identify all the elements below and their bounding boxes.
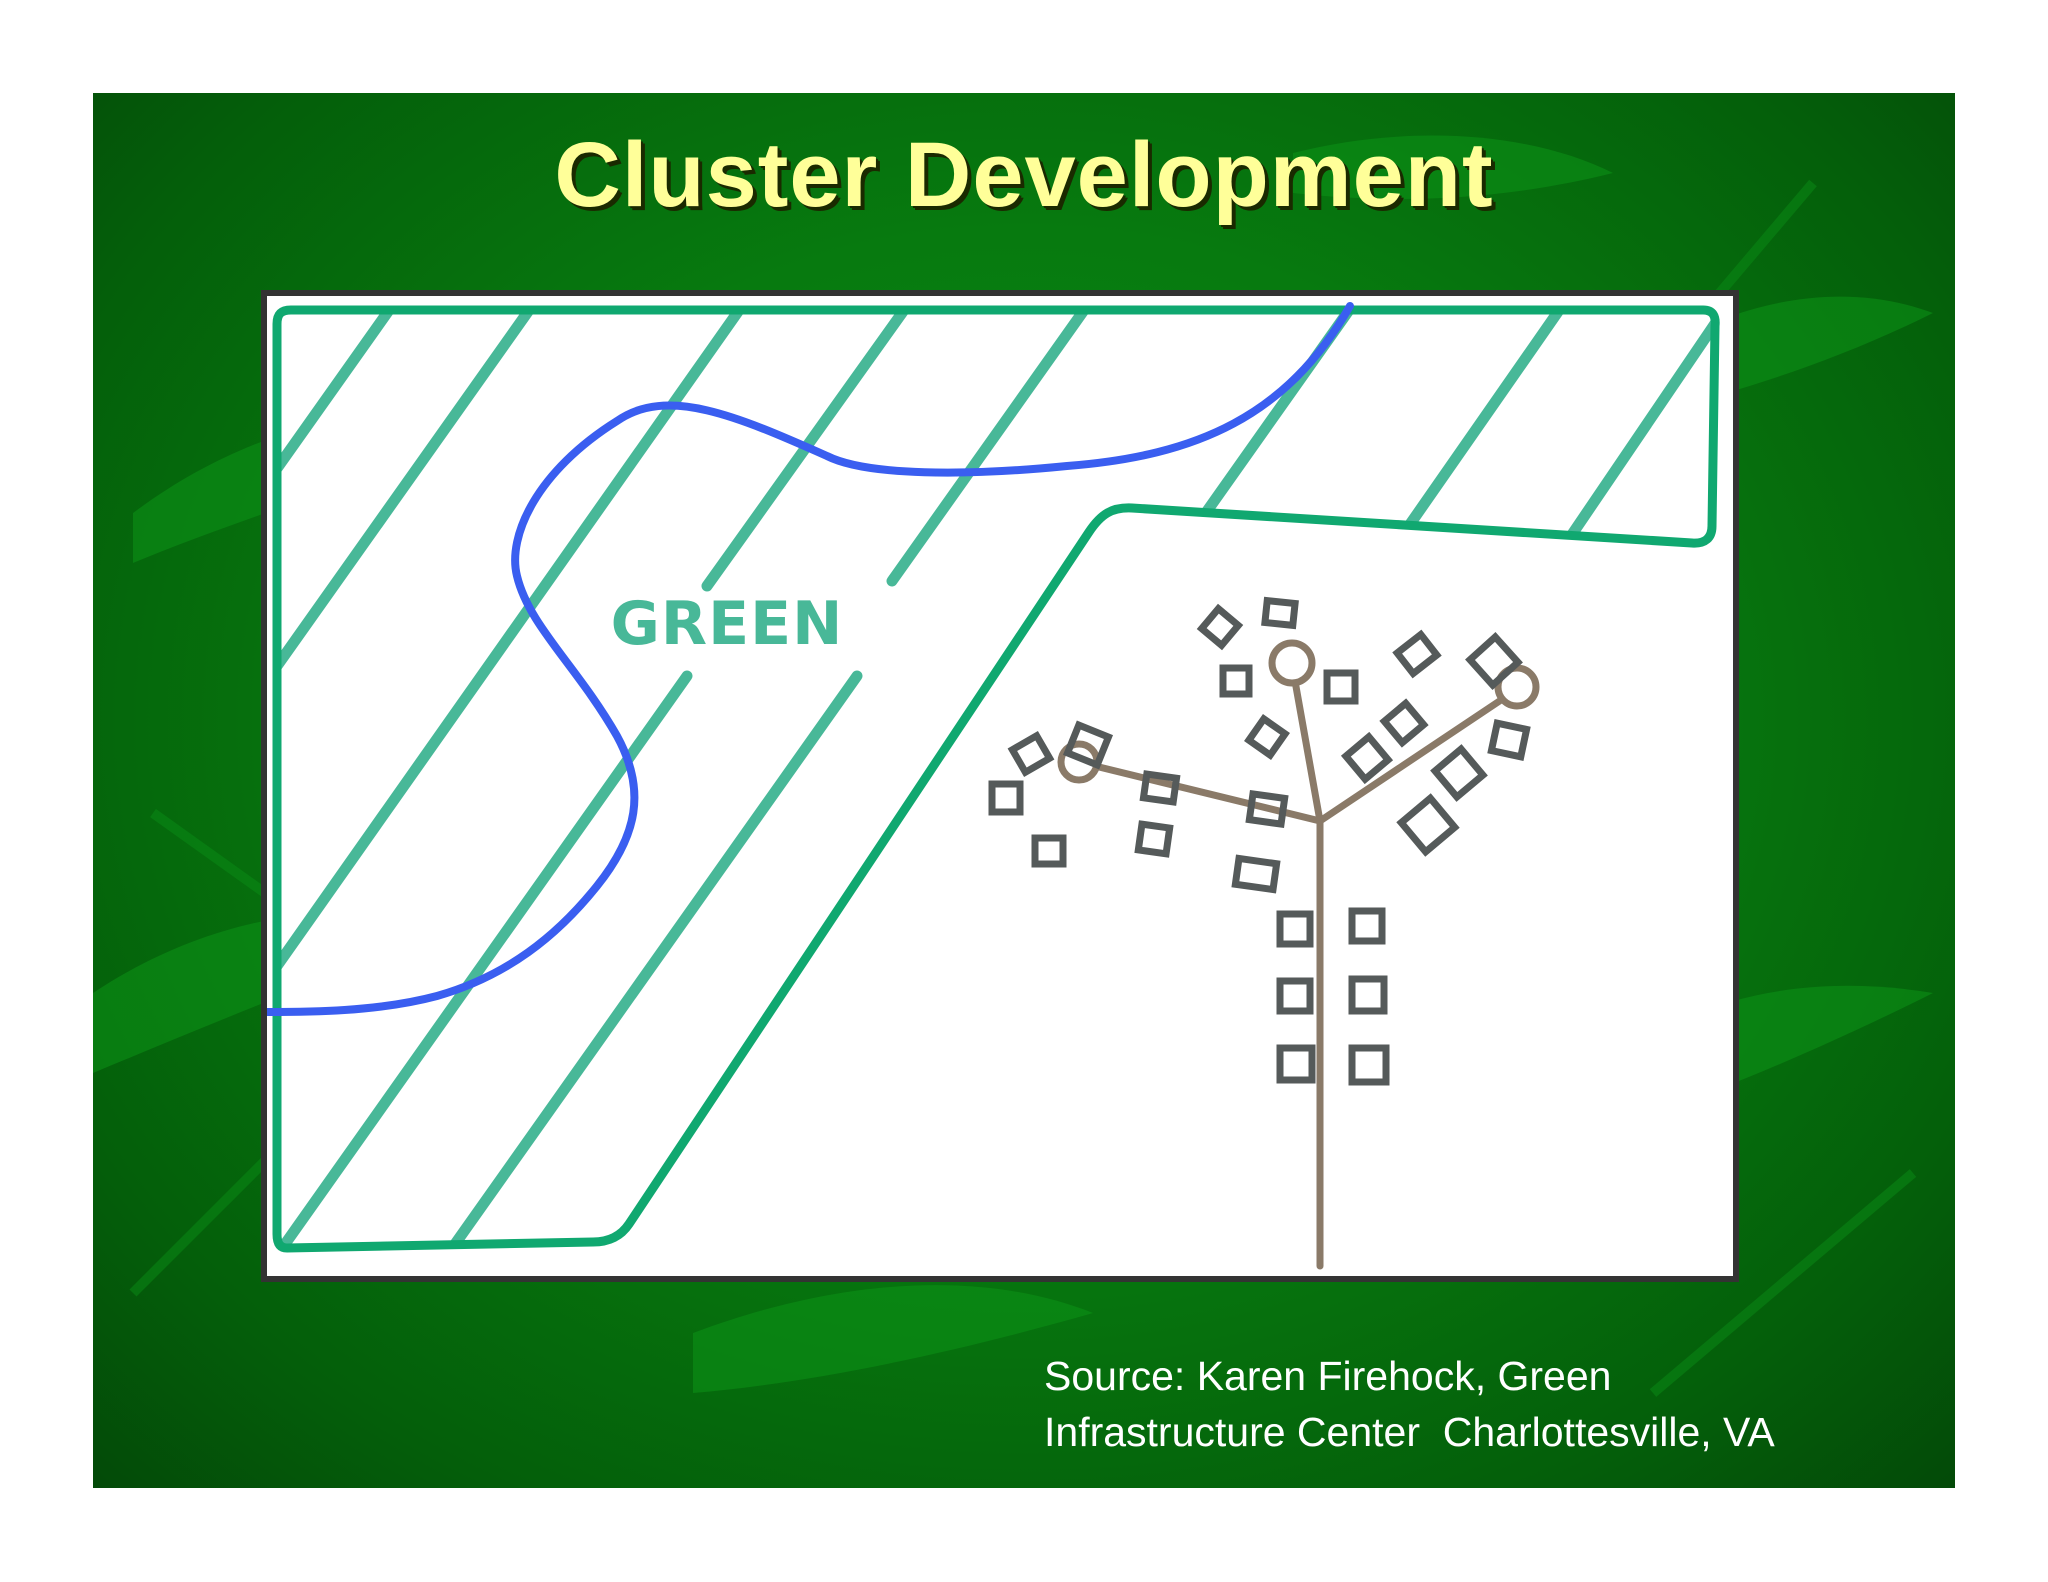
slide-title: Cluster Development — [554, 124, 1494, 226]
cluster-development-diagram: GREEN — [261, 290, 1739, 1282]
road-network — [1091, 677, 1511, 1270]
cul-de-sac-right — [1494, 664, 1540, 710]
stream-line — [267, 302, 1354, 1016]
green-zone-label: GREEN — [611, 589, 844, 659]
slide: Cluster Development — [93, 93, 1955, 1488]
green-zone-hatching — [277, 310, 1715, 1248]
source-line-2: Infrastructure Center Charlottesville, V… — [1044, 1409, 1775, 1455]
source-citation: Source: Karen Firehock, Green Infrastruc… — [1044, 1348, 1924, 1460]
parcel-outline — [272, 305, 1720, 1253]
cul-de-sac-top — [1268, 639, 1316, 687]
source-line-1: Source: Karen Firehock, Green — [1044, 1353, 1612, 1399]
house-cluster — [988, 596, 1531, 1086]
